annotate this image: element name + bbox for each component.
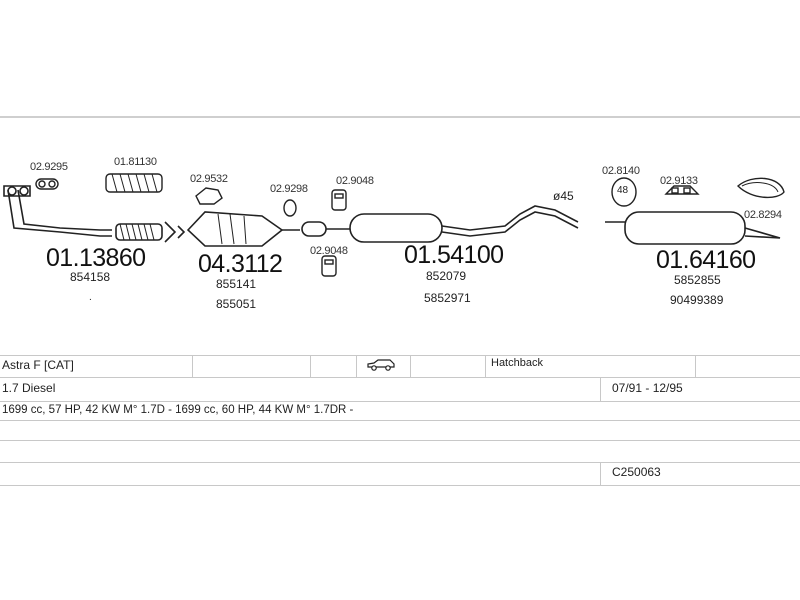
table-divider <box>695 355 696 377</box>
table-divider <box>356 355 357 377</box>
table-line <box>0 401 800 402</box>
table-divider <box>410 355 411 377</box>
table-line <box>0 462 800 463</box>
part-code-rear-silencer: 01.64160 <box>656 246 756 274</box>
table-line <box>0 377 800 378</box>
catalog-code: C250063 <box>612 465 661 479</box>
coupler-shape <box>301 221 327 237</box>
vehicle-model: Astra F [CAT] <box>2 358 74 372</box>
table-line <box>0 420 800 421</box>
body-type: Hatchback <box>491 357 543 369</box>
table-divider <box>600 377 601 401</box>
part-ref: 855051 <box>216 297 257 311</box>
mount-shape <box>611 177 637 207</box>
table-divider <box>192 355 193 377</box>
small-part-code: 02.8140 <box>602 165 640 177</box>
part-ref: 855141 <box>216 277 257 291</box>
mount-badge: 48 <box>617 185 629 196</box>
table-divider <box>600 462 601 485</box>
gasket-1-shape <box>35 178 59 190</box>
clamp-ring-shape <box>736 177 785 199</box>
middle-silencer-shape <box>349 213 443 243</box>
table-divider <box>310 355 311 377</box>
hanger-2-shape <box>321 255 337 277</box>
small-part-code: 02.9048 <box>336 175 374 187</box>
production-dates: 07/91 - 12/95 <box>612 381 683 395</box>
catalyst-shape <box>186 211 284 247</box>
small-part-code: 01.81130 <box>114 156 157 168</box>
part-code-front-pipe: 01.13860 <box>46 244 146 272</box>
dot-mark: . <box>89 292 92 303</box>
small-part-code: 02.9298 <box>270 183 308 195</box>
table-line <box>0 355 800 356</box>
car-icon <box>366 358 396 374</box>
flex-piece-shape <box>105 173 163 193</box>
small-part-code: 02.9048 <box>310 245 348 257</box>
small-part-code: 02.8294 <box>744 209 782 221</box>
part-ref: 854158 <box>70 270 111 284</box>
engine-details: 1699 cc, 57 HP, 42 KW M° 1.7D - 1699 cc,… <box>2 404 354 416</box>
engine-type: 1.7 Diesel <box>2 381 56 395</box>
hanger-3-shape <box>664 185 700 195</box>
part-ref: 852079 <box>426 269 467 283</box>
part-ref: 5852855 <box>674 273 721 287</box>
part-ref: 90499389 <box>670 293 724 307</box>
part-code-middle-silencer: 01.54100 <box>404 241 504 269</box>
diameter-label: ø45 <box>553 189 574 203</box>
clamp-shape <box>164 221 186 243</box>
small-part-code: 02.9532 <box>190 173 228 185</box>
front-pipe-shape <box>3 185 112 237</box>
table-line <box>0 440 800 441</box>
part-code-catalyst: 04.3112 <box>198 250 283 278</box>
hanger-1-shape <box>331 189 347 211</box>
gasket-3-shape <box>195 187 223 205</box>
flex-tube-shape <box>115 223 163 241</box>
top-border <box>0 116 800 118</box>
exhaust-diagram <box>3 173 785 277</box>
table-divider <box>485 355 486 377</box>
rear-silencer-shape <box>605 211 781 245</box>
ring-shape <box>283 199 297 217</box>
small-part-code: 02.9295 <box>30 161 68 173</box>
part-ref: 5852971 <box>424 291 471 305</box>
small-part-code: 02.9133 <box>660 175 698 187</box>
table-line <box>0 485 800 486</box>
